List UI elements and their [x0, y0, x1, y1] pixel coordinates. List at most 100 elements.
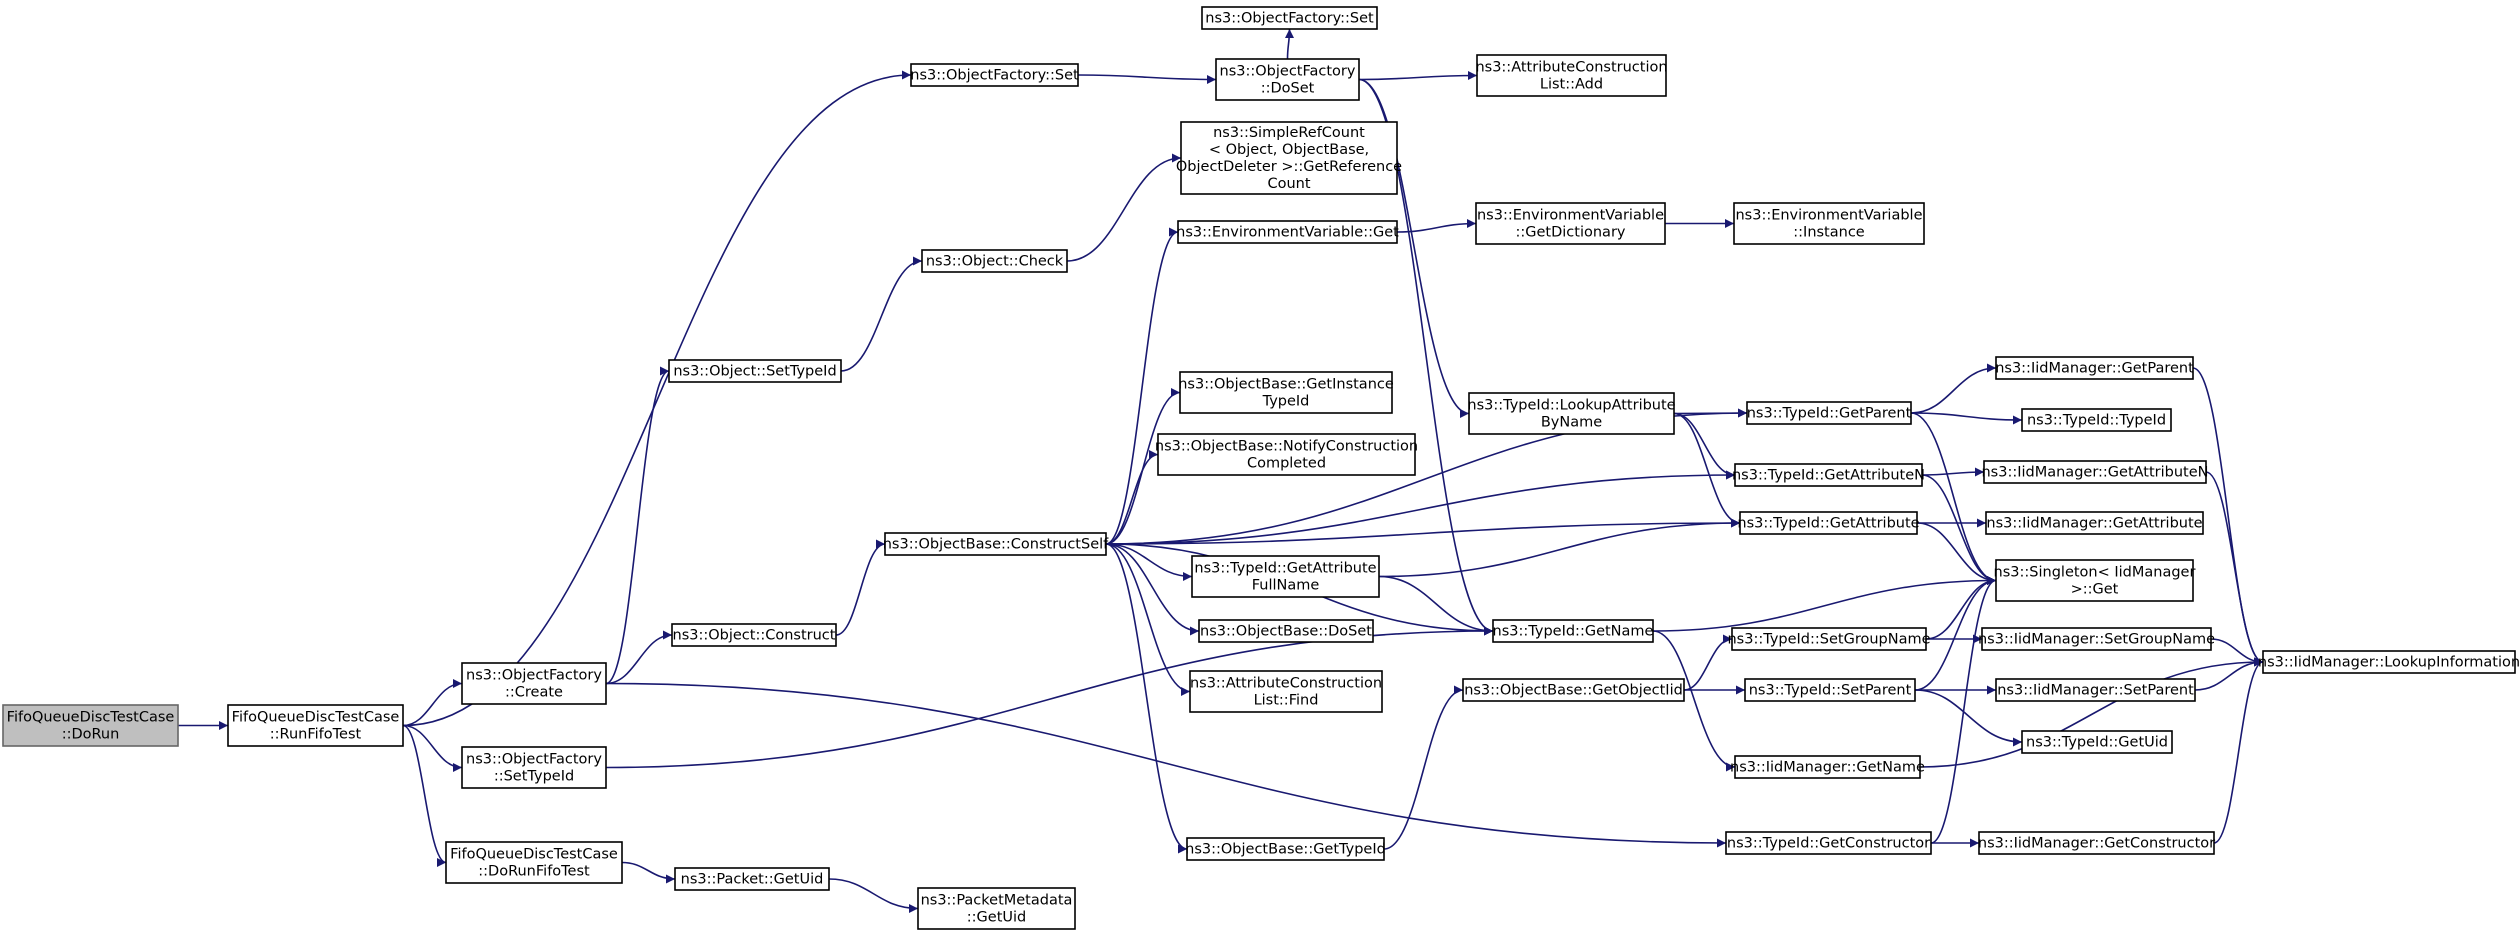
- edge-n43-to-n10: [1930, 576, 1997, 844]
- function-node[interactable]: ns3::TypeId::TypeId: [2021, 408, 2172, 432]
- edge-n18-to-n43: [605, 682, 1727, 848]
- function-node[interactable]: ns3::TypeId::GetParent: [1746, 401, 1912, 425]
- node-box: [1734, 463, 1923, 487]
- node-box: [461, 662, 607, 705]
- node-label: ::DoRunFifoTest: [478, 864, 590, 880]
- function-node[interactable]: ns3::IidManager::SetParent: [1995, 678, 2196, 702]
- function-node[interactable]: ns3::TypeId::SetGroupName: [1727, 627, 1931, 651]
- function-node[interactable]: ns3::ObjectBase::ConstructSelf: [883, 532, 1109, 556]
- node-box: [1476, 54, 1667, 97]
- node-label: ::DoRun: [62, 727, 120, 743]
- edge-n1-to-n39: [402, 724, 463, 772]
- edge-n32-to-n33: [1383, 685, 1464, 850]
- edge-n29-to-n13: [1378, 518, 1741, 578]
- node-box: [671, 623, 837, 647]
- node-box: [1201, 6, 1378, 30]
- node-label: ns3::ObjectBase::GetInstance: [1178, 377, 1394, 393]
- node-label: ns3::ObjectFactory: [1220, 64, 1356, 80]
- function-node[interactable]: ns3::TypeId::GetUid: [2021, 730, 2173, 754]
- edge-n15-to-n16: [1652, 630, 1736, 772]
- node-box: [1157, 433, 1416, 476]
- node-label: ns3::EnvironmentVariable: [1735, 208, 1922, 224]
- function-node[interactable]: ns3::Object::SetTypeId: [668, 359, 842, 383]
- node-label: ns3::IidManager::SetGroupName: [1978, 632, 2215, 648]
- function-node[interactable]: ns3::PacketMetadata::GetUid: [917, 887, 1076, 930]
- node-label: TypeId: [1262, 394, 1310, 410]
- node-label: ns3::EnvironmentVariable::Get: [1176, 225, 1399, 241]
- function-node[interactable]: ns3::ObjectFactory::Set: [910, 63, 1079, 87]
- function-node[interactable]: ns3::ObjectFactory::DoSet: [1215, 58, 1360, 101]
- node-box: [227, 704, 404, 747]
- node-label: ns3::IidManager::GetName: [1730, 760, 1925, 776]
- function-node[interactable]: ns3::IidManager::GetName: [1730, 755, 1925, 779]
- function-node[interactable]: ns3::IidManager::GetAttributeN: [1981, 460, 2209, 484]
- function-node[interactable]: ns3::IidManager::GetConstructor: [1978, 831, 2215, 855]
- node-label: ByName: [1541, 415, 1602, 431]
- edge-n6-to-n13: [1673, 412, 1741, 528]
- edge-n23-to-n32: [1105, 543, 1188, 854]
- node-box: [1981, 627, 2212, 651]
- function-node[interactable]: ns3::TypeId::GetName: [1492, 619, 1654, 643]
- function-node[interactable]: ns3::ObjectBase::NotifyConstructionCompl…: [1155, 433, 1418, 476]
- function-node[interactable]: ns3::TypeId::SetParent: [1744, 678, 1916, 702]
- function-node[interactable]: ns3::SimpleRefCount< Object, ObjectBase,…: [1176, 121, 1402, 195]
- edge-n24-to-n25: [1396, 219, 1477, 233]
- edge-n23-to-n28: [1105, 450, 1159, 545]
- function-node[interactable]: ns3::Singleton< IidManager>::Get: [1994, 559, 2196, 602]
- node-label: List::Find: [1254, 693, 1319, 709]
- node-box: [1492, 619, 1654, 643]
- function-node[interactable]: ns3::ObjectBase::GetTypeId: [1185, 837, 1386, 861]
- function-node[interactable]: FifoQueueDiscTestCase::RunFifoTest: [227, 704, 404, 747]
- function-node[interactable]: ns3::Packet::GetUid: [674, 867, 830, 891]
- function-node[interactable]: ns3::IidManager::GetParent: [1995, 356, 2194, 380]
- node-label: List::Add: [1540, 77, 1603, 93]
- function-node[interactable]: FifoQueueDiscTestCase::DoRun: [2, 704, 179, 747]
- node-box: [1468, 392, 1675, 435]
- function-node[interactable]: ns3::ObjectFactory::Create: [461, 662, 607, 705]
- node-box: [1186, 837, 1385, 861]
- function-node[interactable]: ns3::EnvironmentVariable::Instance: [1733, 202, 1925, 245]
- node-label: ns3::TypeId::GetParent: [1747, 406, 1912, 422]
- function-node[interactable]: ns3::IidManager::SetGroupName: [1978, 627, 2215, 651]
- function-node[interactable]: ns3::ObjectFactory::SetTypeId: [461, 746, 607, 789]
- node-box: [674, 867, 830, 891]
- function-node[interactable]: FifoQueueDiscTestCase::DoRunFifoTest: [445, 841, 623, 884]
- edge-n4-to-n15: [1358, 78, 1494, 636]
- function-node[interactable]: ns3::TypeId::GetAttribute: [1737, 511, 1920, 535]
- node-label: ns3::TypeId::GetAttributeN: [1732, 468, 1925, 484]
- node-box: [917, 887, 1076, 930]
- function-node[interactable]: ns3::ObjectBase::GetObjectIid: [1462, 678, 1685, 702]
- function-node[interactable]: ns3::IidManager::LookupInformation: [2258, 650, 2520, 674]
- function-node[interactable]: ns3::EnvironmentVariable::GetDictionary: [1475, 202, 1666, 245]
- node-label: ns3::Object::SetTypeId: [673, 364, 836, 380]
- node-label: ns3::ObjectBase::ConstructSelf: [883, 537, 1109, 553]
- function-node[interactable]: ns3::ObjectFactory::Set: [1201, 6, 1378, 30]
- edge-n23-to-n29: [1105, 543, 1193, 581]
- node-label: ns3::Packet::GetUid: [681, 872, 824, 888]
- function-node[interactable]: ns3::IidManager::GetAttribute: [1985, 511, 2204, 535]
- edge-n35-to-n17: [2210, 638, 2264, 667]
- node-box: [1746, 401, 1912, 425]
- function-node[interactable]: ns3::TypeId::GetConstructor: [1725, 831, 1932, 855]
- function-node[interactable]: ns3::Object::Check: [921, 249, 1068, 273]
- function-node[interactable]: ns3::ObjectBase::DoSet: [1198, 619, 1374, 643]
- function-node[interactable]: ns3::TypeId::GetAttributeN: [1732, 463, 1925, 487]
- edge-n18-to-n19: [605, 366, 670, 685]
- node-box: [1985, 511, 2204, 535]
- node-label: ns3::TypeId::GetName: [1493, 624, 1654, 640]
- function-node[interactable]: ns3::Object::Construct: [671, 623, 837, 647]
- function-node[interactable]: ns3::EnvironmentVariable::Get: [1176, 220, 1399, 244]
- node-label: ns3::PacketMetadata: [921, 893, 1073, 909]
- edge-n20-to-n21: [1066, 153, 1182, 262]
- node-box: [1995, 678, 2196, 702]
- node-label: ns3::ObjectBase::GetObjectIid: [1464, 683, 1683, 699]
- node-label: ns3::IidManager::SetParent: [1997, 683, 2194, 699]
- node-box: [921, 249, 1068, 273]
- node-label: ns3::TypeId::GetAttribute: [1194, 561, 1376, 577]
- node-label: ns3::ObjectFactory::Set: [1205, 11, 1374, 27]
